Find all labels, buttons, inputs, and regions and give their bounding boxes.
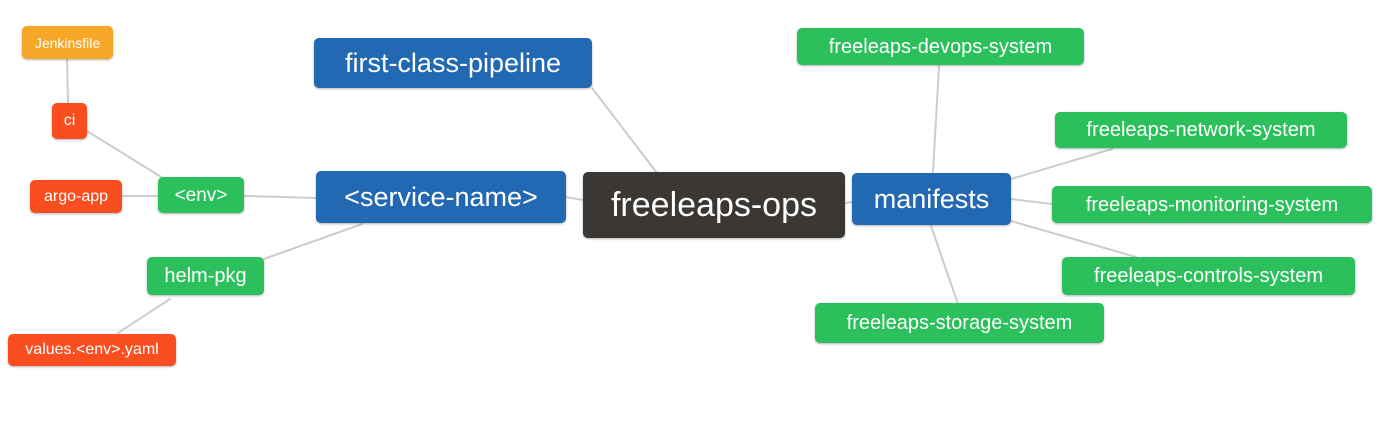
edge-env-service-name (243, 195, 317, 199)
node-ci[interactable]: ci (52, 103, 87, 139)
node-jenkinsfile[interactable]: Jenkinsfile (22, 26, 113, 59)
edge-first-class-pipeline-root (591, 87, 658, 174)
edge-manifests-devops-system (932, 65, 940, 173)
node-helm-pkg[interactable]: helm-pkg (147, 257, 264, 295)
edge-manifests-controls-system (1010, 220, 1137, 258)
edge-values-yaml-helm-pkg (117, 298, 171, 334)
edge-root-manifests (844, 201, 853, 204)
node-first-class-pipeline[interactable]: first-class-pipeline (314, 38, 592, 88)
node-manifests[interactable]: manifests (852, 173, 1011, 225)
node-env[interactable]: <env> (158, 177, 244, 213)
node-argo-app[interactable]: argo-app (30, 180, 122, 213)
node-controls-system[interactable]: freeleaps-controls-system (1062, 257, 1355, 295)
edge-jenkinsfile-ci (66, 58, 69, 105)
node-network-system[interactable]: freeleaps-network-system (1055, 112, 1347, 148)
node-devops-system[interactable]: freeleaps-devops-system (797, 28, 1084, 65)
edge-manifests-monitoring-system (1010, 198, 1053, 205)
node-service-name[interactable]: <service-name> (316, 171, 566, 223)
node-values-yaml[interactable]: values.<env>.yaml (8, 334, 176, 366)
node-storage-system[interactable]: freeleaps-storage-system (815, 303, 1104, 343)
edge-helm-pkg-service-name (263, 223, 363, 260)
edge-ci-env (86, 130, 167, 181)
edge-manifests-storage-system (930, 225, 959, 305)
edge-manifests-network-system (1010, 148, 1113, 180)
node-monitoring-system[interactable]: freeleaps-monitoring-system (1052, 186, 1372, 223)
edge-service-name-root (565, 196, 584, 201)
node-freeleaps-ops-root[interactable]: freeleaps-ops (583, 172, 845, 238)
